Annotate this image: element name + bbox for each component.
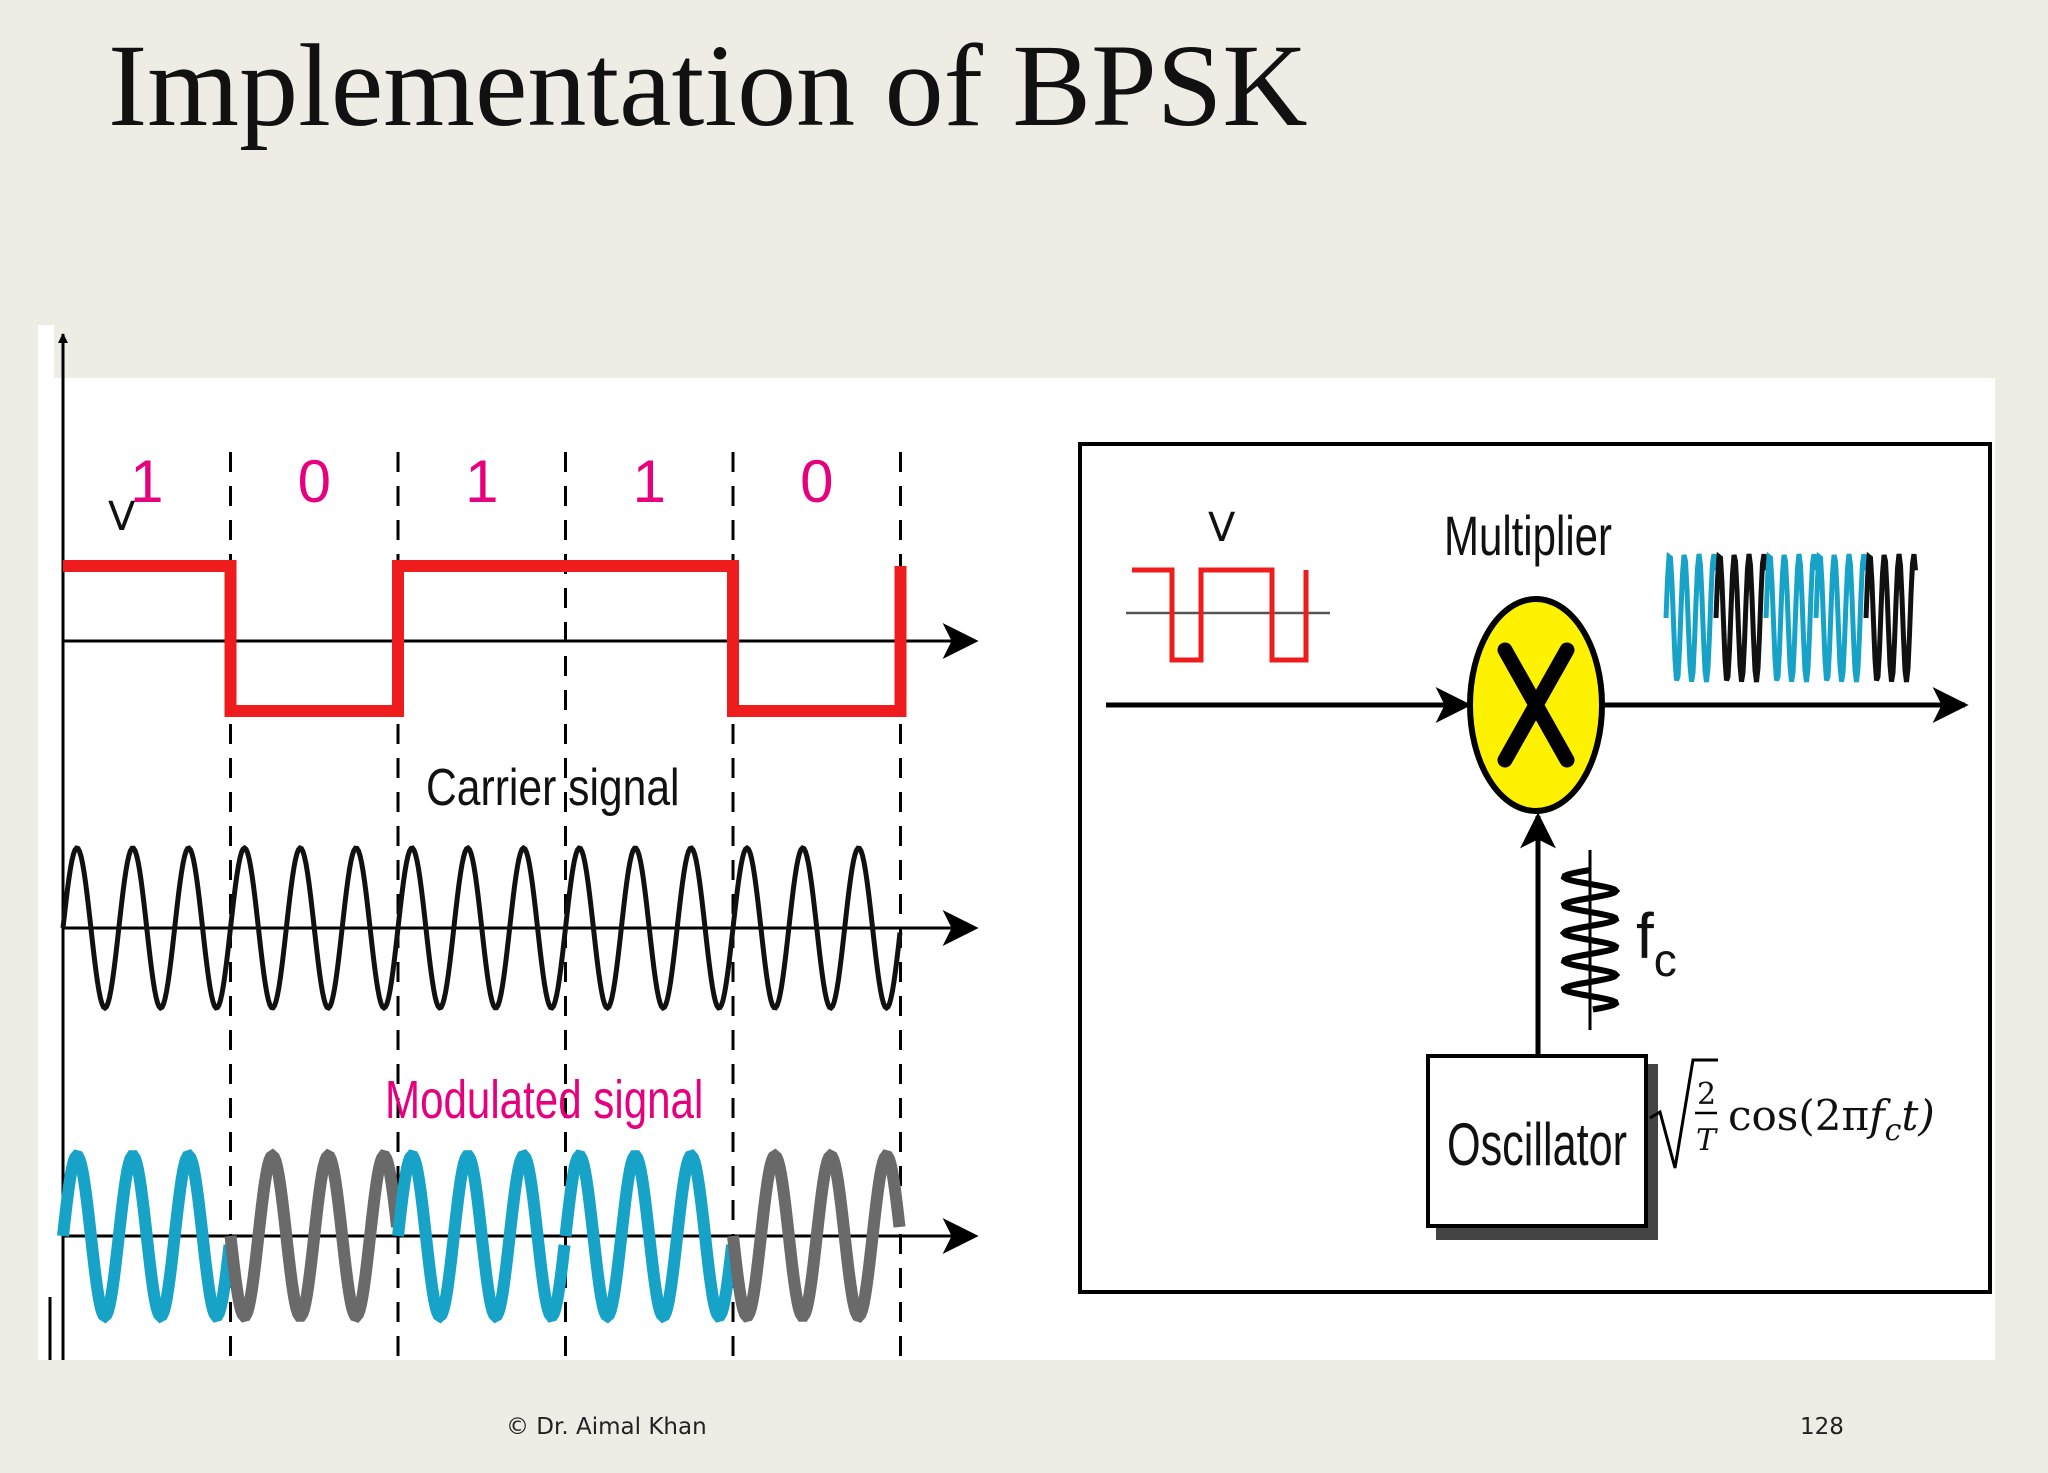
fc-main: f [1636,900,1654,972]
output-wave-segment-2 [1713,551,1768,683]
bit-label-5: 0 [800,448,833,515]
formula-denominator: T [1696,1123,1718,1158]
output-wave-segment-1 [1663,551,1718,683]
formula-f-sub: c [1885,1113,1902,1148]
block-v-label: V [1208,505,1236,551]
carrier-label: Carrier signal [426,759,680,817]
output-wave-segment-5 [1863,551,1918,683]
bit-label-1: 1 [130,448,163,515]
bit-label-4: 1 [633,448,666,515]
modulated-label: Modulated signal [385,1070,703,1130]
digital-signal [63,560,907,717]
formula-cos: cos(2πfct) [1728,1091,1935,1148]
page-number: 128 [1800,1414,1844,1440]
modulated-segment-4 [559,1149,738,1324]
figure-panel-strip [38,325,54,1360]
footer-author: © Dr. Aimal Khan [506,1414,707,1440]
output-wave-segment-4 [1813,551,1868,683]
oscillator-label: Oscillator [1447,1112,1627,1179]
formula-radical [1649,1058,1718,1169]
multiplier-x-icon-stroke [1497,642,1575,768]
modulated-segment-5 [727,1148,906,1323]
modulated-wave [57,1148,906,1324]
formula-cos-part: cos(2π [1728,1091,1869,1140]
block-input-signal [1132,567,1309,663]
modulated-segment-1 [57,1149,236,1324]
modulated-segment-3 [392,1149,571,1324]
output-wave-segment-3 [1763,551,1818,683]
multiplier-label: Multiplier [1444,505,1612,567]
fc-label: fc [1636,900,1677,986]
oscillator-box [1426,1054,1648,1228]
slide-title: Implementation of BPSK [108,20,1308,151]
modulated-segment-2 [224,1148,403,1323]
output-wave [1663,551,1918,683]
formula-numerator: 2 [1697,1077,1716,1112]
v-label: V [108,494,136,540]
fc-sub: c [1654,934,1677,986]
bit-label-2: 0 [298,448,331,515]
carrier-wave [60,844,903,1012]
bit-labels: 1 0 1 1 0 [130,448,833,515]
carrier-coil-icon [1559,867,1621,1013]
formula-t: t) [1901,1091,1934,1140]
bit-label-3: 1 [465,448,498,515]
